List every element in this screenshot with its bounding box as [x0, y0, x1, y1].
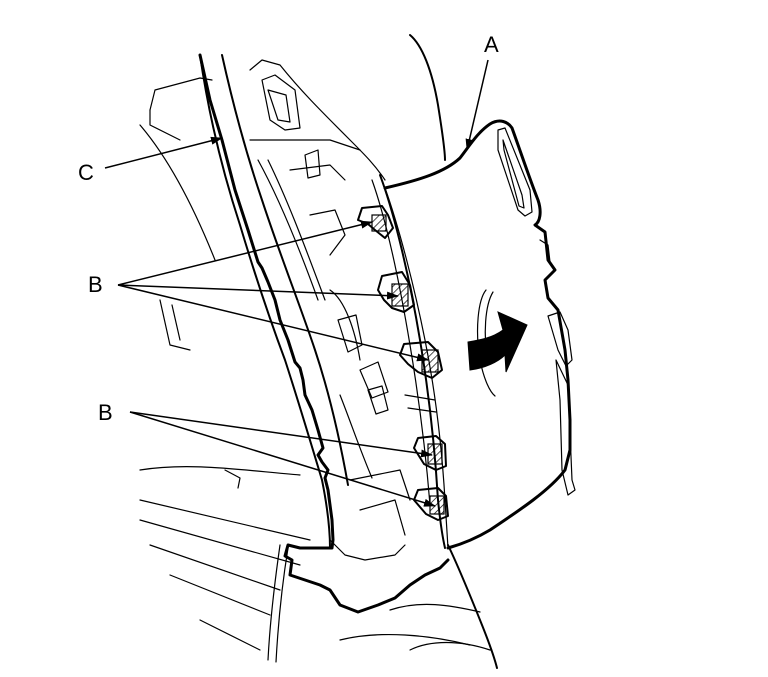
- label-a: A: [484, 32, 499, 57]
- clip-4: [413, 435, 447, 471]
- body-structure: [139, 77, 491, 663]
- trim-panel-a: [383, 34, 576, 669]
- removal-arrow: [467, 311, 528, 373]
- label-b-lower: B: [98, 400, 113, 425]
- clip-2: [377, 271, 415, 313]
- label-b-upper: B: [88, 272, 103, 297]
- clip-1: [357, 205, 394, 239]
- label-c: C: [78, 160, 94, 185]
- leader-lines: [104, 59, 489, 507]
- pillar-panel-c: [199, 54, 411, 561]
- pillar-edge: [198, 53, 450, 614]
